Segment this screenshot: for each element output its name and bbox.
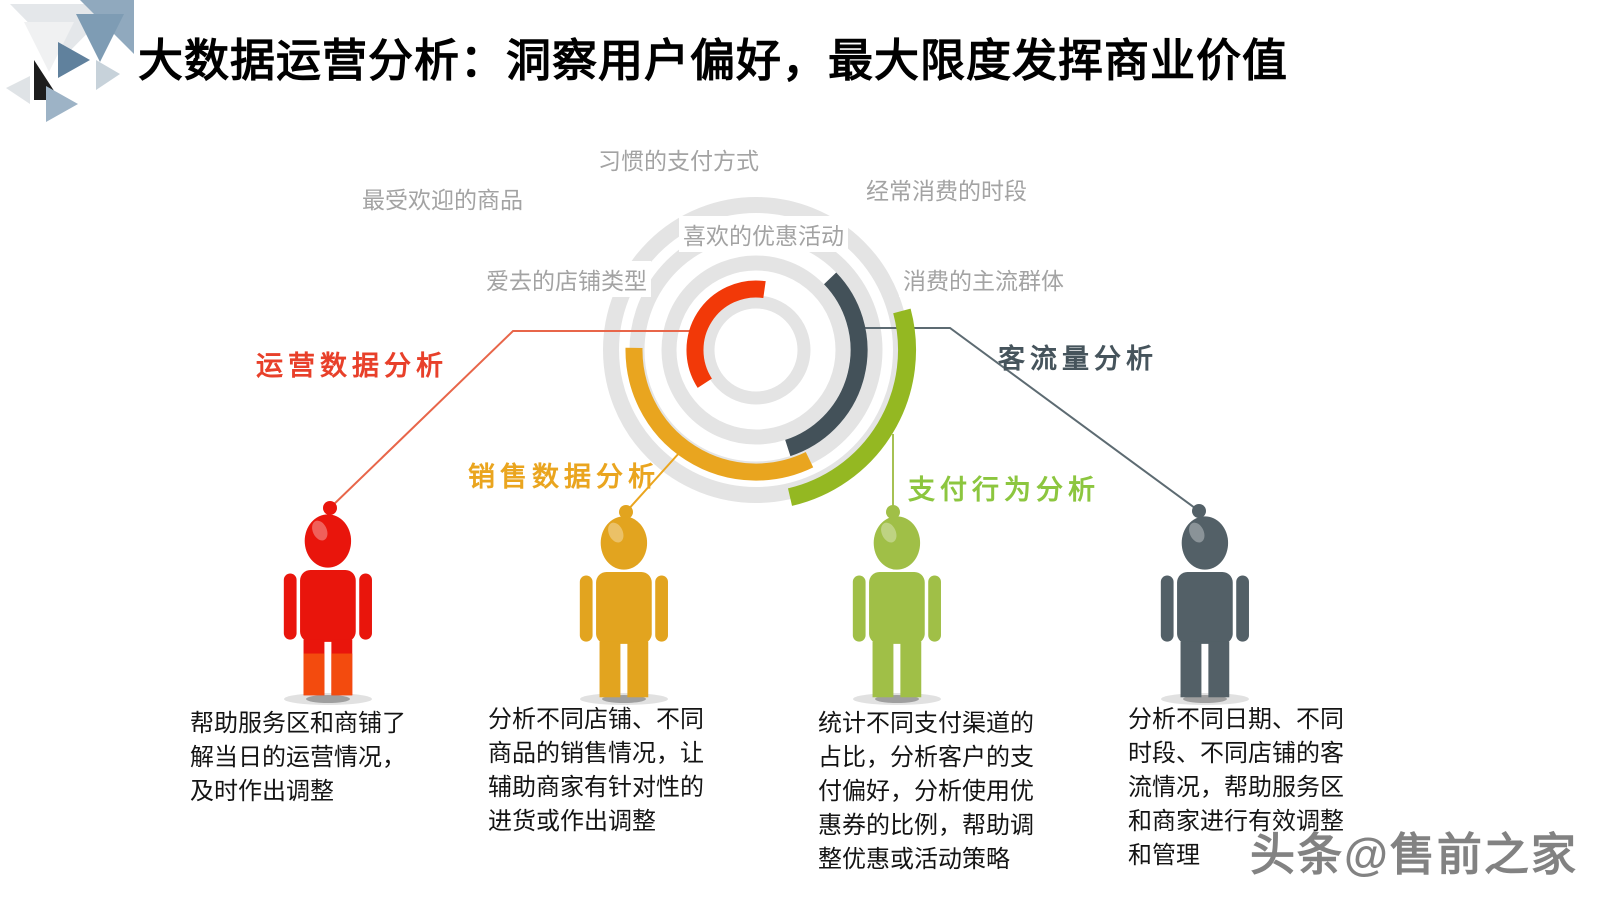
category-label-payment: 支付行为分析 [908, 475, 1100, 505]
arc-operations [686, 280, 766, 388]
connector-sales [625, 451, 681, 513]
category-label-operations: 运营数据分析 [256, 351, 448, 381]
category-label-sales: 销售数据分析 [468, 462, 660, 492]
ring-label-promotions: 喜欢的优惠活动 [679, 216, 848, 252]
watermark: 头条@售前之家 [1250, 829, 1578, 880]
logo-triangles-icon [6, 0, 134, 122]
ring-label-payment-method: 习惯的支付方式 [594, 141, 763, 177]
arc-sales [625, 347, 814, 481]
ring-label-consume-time: 经常消费的时段 [862, 171, 1031, 207]
dot-sales [619, 505, 633, 519]
ring-label-popular-goods: 最受欢迎的商品 [358, 180, 527, 216]
dot-traffic [1192, 504, 1206, 518]
category-label-traffic: 客流量分析 [998, 344, 1158, 374]
dot-payment [886, 505, 900, 519]
person-icon-yellow [579, 516, 668, 698]
arc-payment [787, 308, 917, 506]
description-traffic: 分析不同日期、不同时段、不同店铺的客流情况，帮助服务区和商家进行有效调整和管理 [1128, 706, 1344, 869]
person-shadows [284, 693, 1249, 705]
description-payment: 统计不同支付渠道的占比，分析客户的支付偏好，分析使用优惠券的比例，帮助调整优惠或… [818, 710, 1034, 873]
arc-traffic [785, 272, 868, 457]
person-icon-slate [1160, 516, 1249, 698]
connector-operations [329, 330, 692, 509]
person-icon-red [283, 514, 372, 696]
ring-label-main-group: 消费的主流群体 [899, 261, 1068, 297]
connector-traffic [860, 327, 1200, 512]
description-operations: 帮助服务区和商铺了解当日的运营情况，及时作出调整 [190, 710, 406, 805]
slide-title: 大数据运营分析：洞察用户偏好，最大限度发挥商业价值 [138, 35, 1289, 86]
description-sales: 分析不同店铺、不同商品的销售情况，让辅助商家有针对性的进货或作出调整 [488, 706, 704, 835]
ring-label-shop-type: 爱去的店铺类型 [482, 261, 651, 297]
dot-operations [323, 501, 337, 515]
person-icon-green [852, 516, 941, 698]
